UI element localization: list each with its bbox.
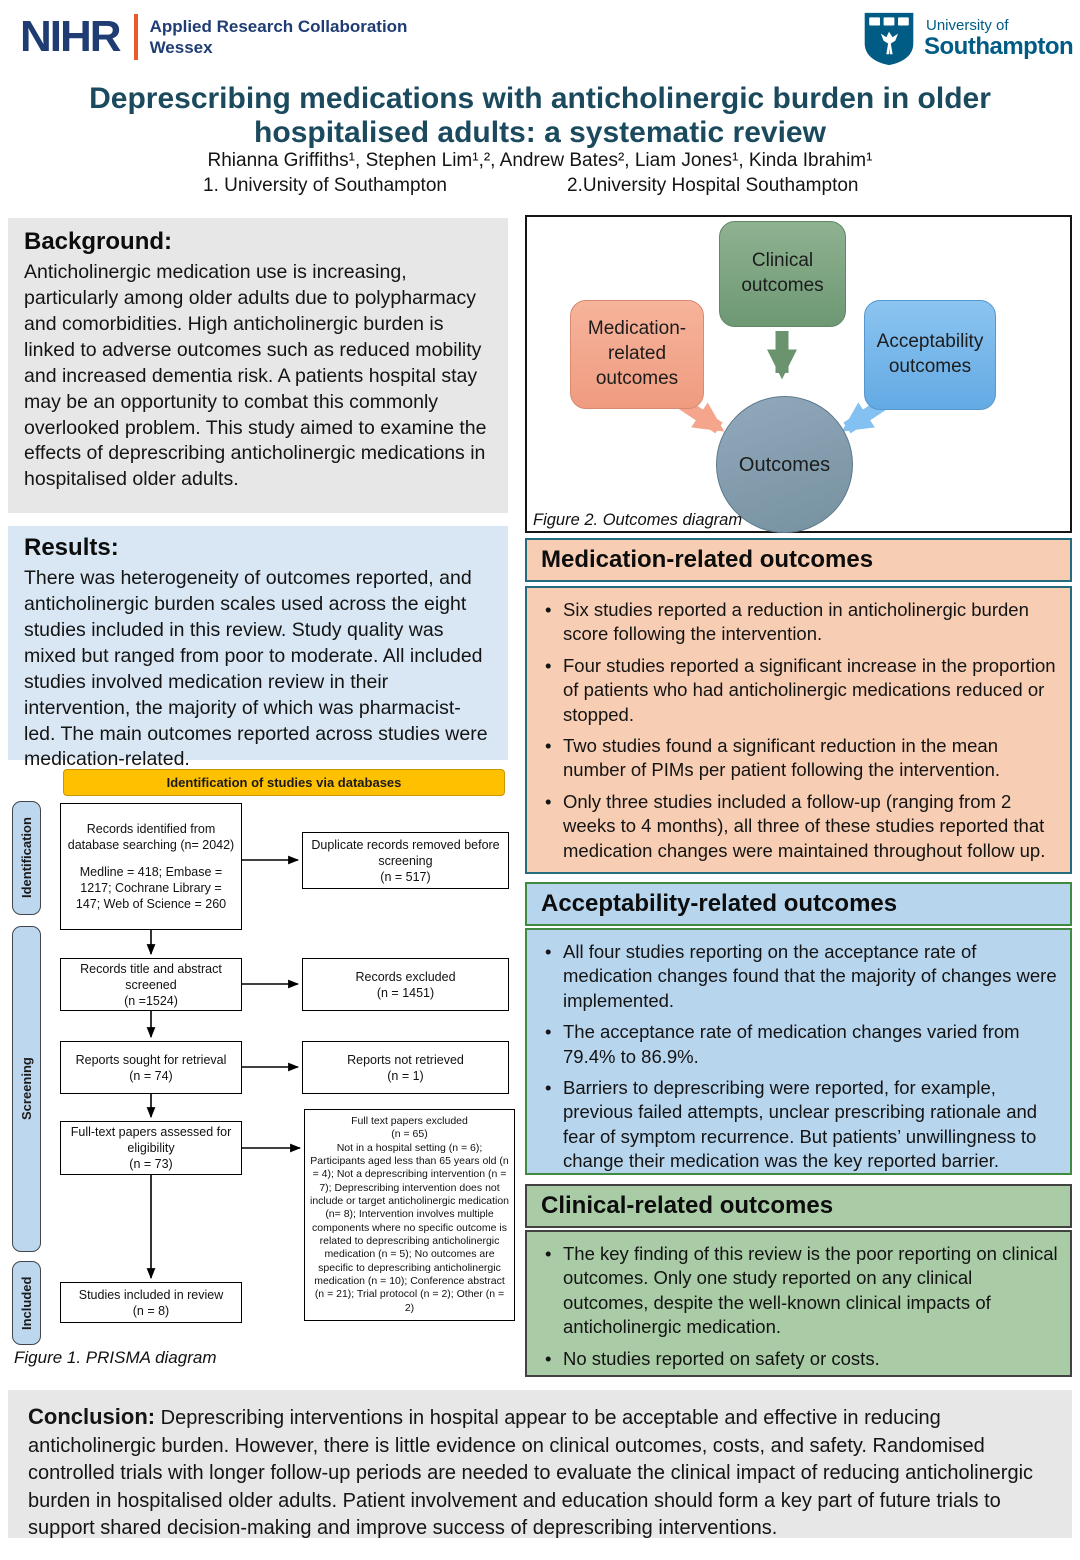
- uos-logo: University of Southampton: [862, 10, 1074, 68]
- prisma-box-records-identified: Records identified from database searchi…: [60, 803, 242, 930]
- acceptability-outcomes-body: All four studies reporting on the accept…: [525, 928, 1072, 1175]
- fig2-node-medication-outcomes: Medication-related outcomes: [570, 300, 704, 409]
- fig2-node-clinical-outcomes: Clinical outcomes: [719, 221, 846, 327]
- nihr-logo: NIHR Applied Research Collaboration Wess…: [20, 14, 407, 60]
- prisma-banner: Identification of studies via databases: [63, 769, 505, 796]
- results-section: Results: There was heterogeneity of outc…: [8, 526, 508, 770]
- conclusion-section: Conclusion: Deprescribing interventions …: [8, 1390, 1072, 1540]
- list-item: Barriers to deprescribing were reported,…: [539, 1076, 1062, 1174]
- conclusion-body: Deprescribing interventions in hospital …: [28, 1407, 1034, 1540]
- figure2-caption: Figure 2. Outcomes diagram: [533, 511, 743, 529]
- medication-outcomes-body: Six studies reported a reduction in anti…: [525, 586, 1072, 874]
- prisma-stage-screening: Screening: [12, 926, 41, 1252]
- nihr-subtitle-line1: Applied Research Collaboration: [149, 16, 408, 36]
- poster-title-line1: Deprescribing medications with anticholi…: [89, 82, 991, 115]
- prisma-stage-included: Included: [12, 1261, 41, 1345]
- list-item: No studies reported on safety or costs.: [539, 1347, 1062, 1372]
- nihr-wordmark: NIHR: [20, 12, 122, 61]
- medication-outcomes-list: Six studies reported a reduction in anti…: [539, 598, 1062, 863]
- list-item: Six studies reported a reduction in anti…: [539, 598, 1062, 647]
- uos-crest-icon: [864, 12, 914, 66]
- figure1-prisma-diagram: Identification of studies via databases …: [8, 765, 518, 1353]
- list-item: Four studies reported a significant incr…: [539, 654, 1062, 727]
- nihr-divider-icon: [133, 14, 138, 60]
- affiliation-1: 1. University of Southampton: [203, 175, 447, 196]
- list-item: Two studies found a significant reductio…: [539, 734, 1062, 783]
- list-item: Only three studies included a follow-up …: [539, 790, 1062, 863]
- fig2-node-acceptability-outcomes: Acceptability outcomes: [864, 300, 996, 410]
- records-identified-detail: Medline = 418; Embase = 1217; Cochrane L…: [75, 865, 227, 911]
- background-section: Background: Anticholinergic medication u…: [8, 218, 508, 513]
- acceptability-outcomes-header: Acceptability-related outcomes: [525, 882, 1072, 926]
- uos-wordmark-line1: University of: [926, 16, 1009, 34]
- medication-outcomes-header: Medication-related outcomes: [525, 538, 1072, 582]
- list-item: All four studies reporting on the accept…: [539, 940, 1062, 1013]
- prisma-stage-identification: Identification: [12, 801, 41, 915]
- poster-title-line2: hospitalised adults: a systematic review: [254, 115, 826, 149]
- prisma-box-records-screened: Records title and abstract screened (n =…: [60, 958, 242, 1011]
- uos-wordmark: University of Southampton: [924, 16, 1074, 61]
- affiliation-2: 2.University Hospital Southampton: [567, 175, 859, 196]
- clinical-outcomes-body: The key finding of this review is the po…: [525, 1230, 1072, 1377]
- nihr-subtitle: Applied Research Collaboration Wessex: [150, 16, 408, 59]
- prisma-box-records-excluded: Records excluded (n = 1451): [302, 958, 509, 1011]
- background-body: Anticholinergic medication use is increa…: [24, 261, 487, 491]
- prisma-box-reports-not-retrieved: Reports not retrieved (n = 1): [302, 1041, 509, 1094]
- clinical-outcomes-list: The key finding of this review is the po…: [539, 1242, 1062, 1371]
- authors-line: Rhianna Griffiths¹, Stephen Lim¹,², Andr…: [207, 150, 873, 171]
- poster-title: Deprescribing medications with anticholi…: [0, 82, 1080, 149]
- prisma-box-reports-sought: Reports sought for retrieval (n = 74): [60, 1041, 242, 1094]
- results-title: Results:: [24, 534, 119, 561]
- records-identified-main: Records identified from database searchi…: [67, 822, 235, 852]
- list-item: The key finding of this review is the po…: [539, 1242, 1062, 1340]
- prisma-box-duplicates-removed: Duplicate records removed before screeni…: [302, 832, 509, 889]
- fig2-node-outcomes-circle: Outcomes: [716, 396, 853, 533]
- background-title: Background:: [24, 228, 173, 255]
- figure2-outcomes-diagram: Clinical outcomes Medication-related out…: [525, 215, 1072, 533]
- acceptability-outcomes-list: All four studies reporting on the accept…: [539, 940, 1062, 1174]
- uos-wordmark-line2: Southampton: [924, 33, 1074, 61]
- list-item: The acceptance rate of medication change…: [539, 1020, 1062, 1069]
- nihr-subtitle-line2: Wessex: [149, 38, 213, 57]
- results-body: There was heterogeneity of outcomes repo…: [24, 567, 488, 771]
- prisma-box-fulltext-assessed: Full-text papers assessed for eligibilit…: [60, 1121, 242, 1175]
- prisma-box-studies-included: Studies included in review (n = 8): [60, 1282, 242, 1323]
- conclusion-label: Conclusion:: [28, 1404, 156, 1429]
- clinical-outcomes-header: Clinical-related outcomes: [525, 1184, 1072, 1228]
- prisma-box-fulltext-excluded: Full text papers excluded (n = 65) Not i…: [304, 1109, 515, 1321]
- figure1-caption: Figure 1. PRISMA diagram: [14, 1348, 217, 1367]
